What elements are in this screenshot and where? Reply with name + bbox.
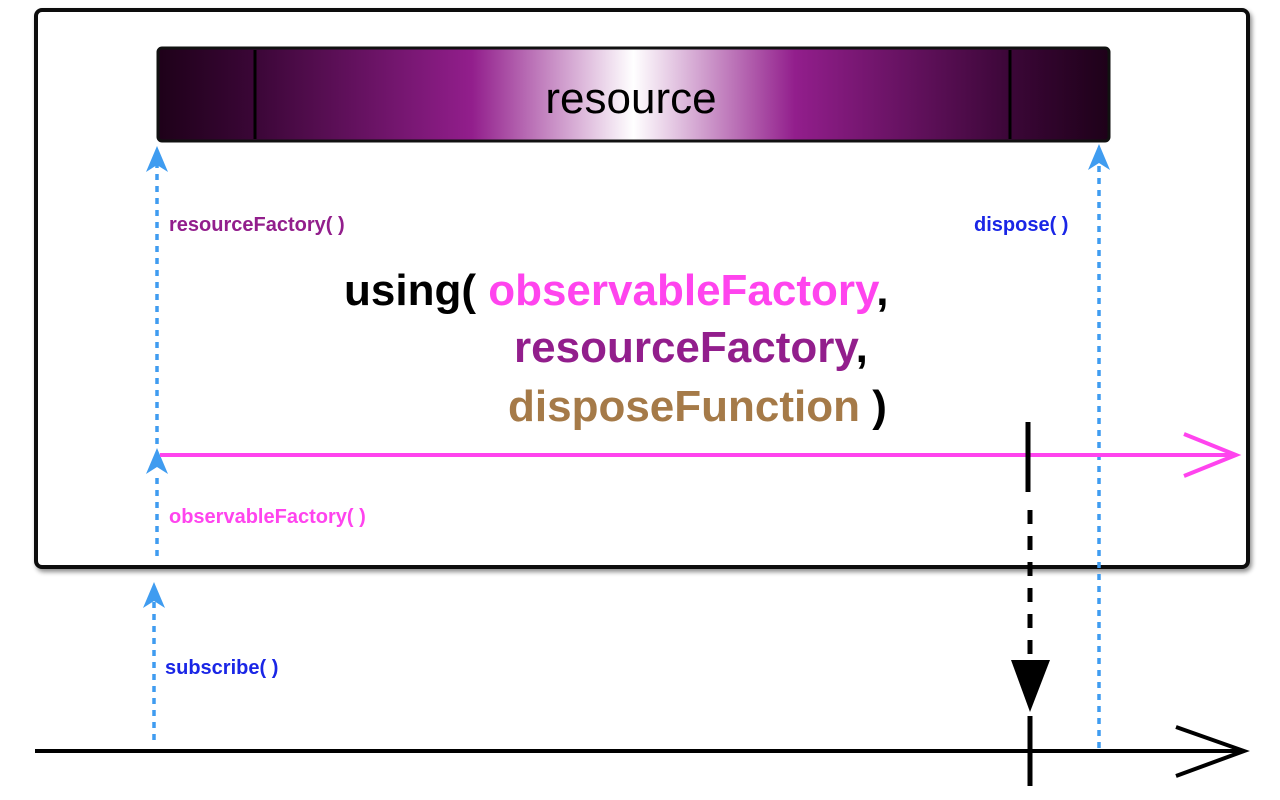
signature-line-2: resourceFactory, (514, 323, 868, 372)
resource-bar: resource (156, 46, 1111, 143)
resource-factory-call-arrow (146, 146, 168, 447)
signature-separator-1: , (876, 266, 888, 315)
dispose-call-label: dispose( ) (974, 214, 1068, 236)
subscribe-call-label: subscribe( ) (165, 657, 278, 679)
signature-line-3: disposeFunction ) (508, 382, 887, 431)
observable-factory-call-label: observableFactory( ) (169, 506, 366, 528)
output-timeline (35, 725, 1250, 778)
dispose-call-arrow (1088, 144, 1110, 752)
subscribe-call-arrow (143, 582, 165, 746)
signature-observable-factory: observableFactory (488, 266, 880, 315)
observable-timeline (160, 432, 1242, 478)
signature-line-1: using( observableFactory, (344, 266, 888, 315)
signature-prefix: using( (344, 266, 488, 315)
completion-propagation-arrow (1011, 510, 1050, 712)
resource-label: resource (545, 74, 716, 123)
signature-separator-2: , (856, 323, 868, 372)
operator-box (34, 8, 1250, 569)
using-signature: using( observableFactory, resourceFactor… (344, 266, 888, 431)
signature-suffix: ) (860, 382, 887, 431)
signature-resource-factory: resourceFactory (514, 323, 859, 372)
observable-factory-arrowhead (146, 448, 168, 474)
resource-factory-call-label: resourceFactory( ) (169, 214, 345, 236)
signature-dispose-function: disposeFunction (508, 382, 860, 431)
